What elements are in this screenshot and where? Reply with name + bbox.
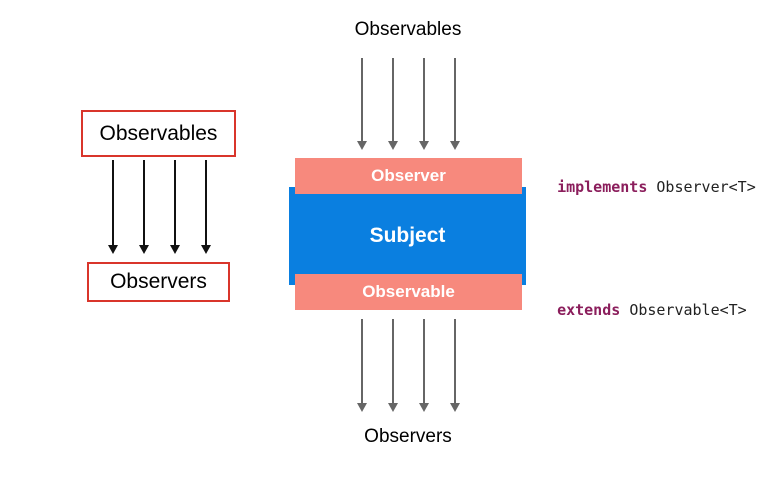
bottom-arrows [357,319,460,412]
left-observables-label: Observables [99,121,218,145]
top-arrowhead [450,141,460,150]
observer-bar-label: Observer [371,166,446,185]
left-arrowhead [108,245,118,254]
observer-bar: Observer [295,158,522,194]
right-observers-label: Observers [364,426,452,447]
top-arrowhead [419,141,429,150]
top-arrows [357,58,460,150]
left-observers-label: Observers [110,270,207,293]
left-arrowhead [170,245,180,254]
extends-keyword: extends [557,301,621,319]
top-arrowhead [357,141,367,150]
bottom-arrowhead [388,403,398,412]
implements-keyword: implements [557,178,648,196]
bottom-arrowhead [419,403,429,412]
bottom-arrowhead [357,403,367,412]
bottom-arrowhead [450,403,460,412]
left-arrows [108,160,211,254]
extends-annotation: extends Observable<T> [539,283,747,319]
subject-label: Subject [369,224,446,247]
implements-type: Observer<T> [656,178,756,196]
observable-bar: Observable [295,274,522,310]
left-arrowhead [201,245,211,254]
top-arrowhead [388,141,398,150]
left-arrowhead [139,245,149,254]
right-observables-label: Observables [354,19,462,40]
extends-type: Observable<T> [629,301,747,319]
implements-annotation: implements Observer<T> [539,160,756,196]
left-observables-box: Observables [81,110,236,157]
left-observers-box: Observers [87,262,230,302]
observable-bar-label: Observable [362,282,455,301]
subject-block: Subject [289,187,526,285]
